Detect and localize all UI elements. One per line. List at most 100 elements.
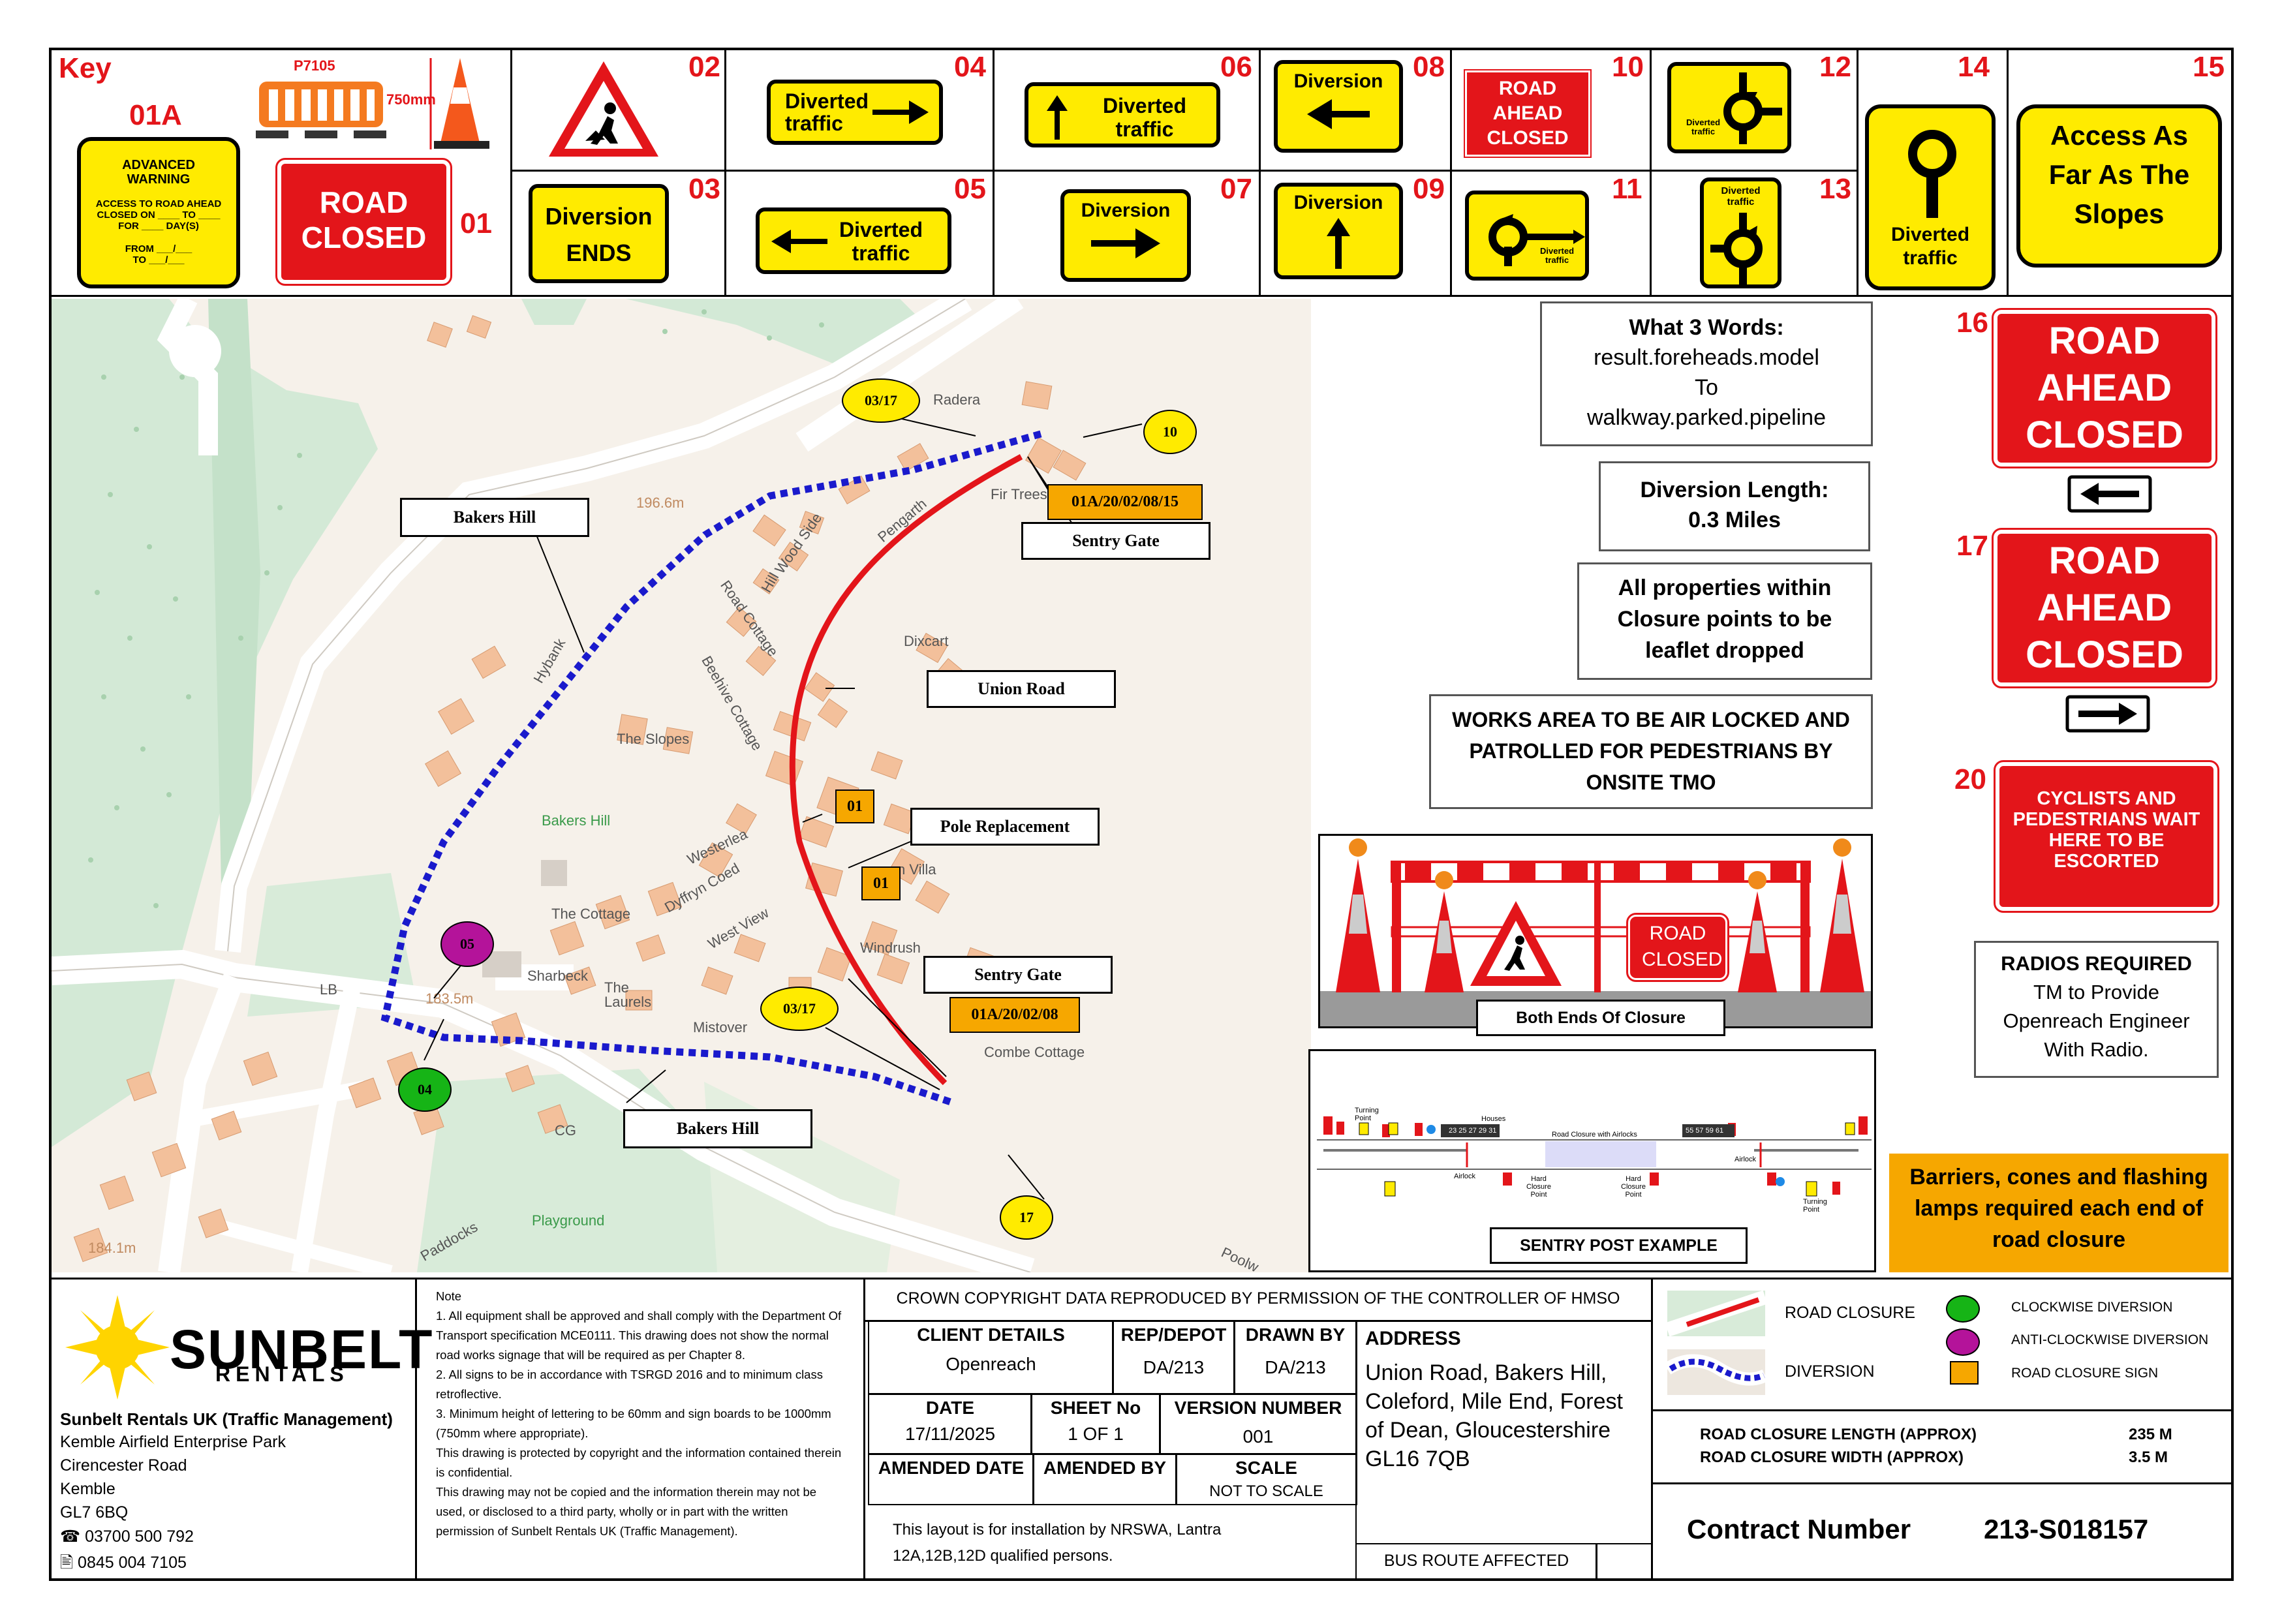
date-value: 17/11/2025 [904,1424,996,1444]
sign-num-01: 01 [460,207,492,239]
company-address-3: Kemble [60,1480,116,1498]
rep-label: REP/DEPOT [1120,1325,1227,1345]
rep-value: DA/213 [1143,1357,1205,1377]
bus-route: BUS ROUTE AFFECTED [1383,1552,1569,1570]
place-lb: LB [320,981,337,998]
address-label: ADDRESS [1365,1328,1461,1349]
arrow-up-icon [1327,218,1350,269]
label-bakers-hill-bottom: Bakers Hill [623,1109,812,1148]
diversion-length-box: Diversion Length: 0.3 Miles [1599,461,1870,551]
sentry-airlock-left: Airlock [1454,1172,1476,1180]
w3w-to-label: To [1695,375,1718,400]
note-4: This drawing is protected by copyright a… [436,1446,842,1479]
scale-cell [1175,1453,1357,1505]
sign-num-07: 07 [1220,173,1252,205]
sign-num-17: 17 [1956,530,1988,562]
closure-illustration-sign-text: ROAD CLOSED [1642,923,1723,970]
place-h1835: 183.5m [425,990,474,1007]
key-title: Key [59,52,112,84]
road-closed-text: ROAD CLOSED [301,185,427,254]
legend-anticlockwise-icon [1946,1328,1980,1356]
contract-value: 213-S018157 [1984,1514,2149,1544]
closure-width-value: 3.5 M [2129,1448,2168,1466]
version-label: VERSION NUMBER [1174,1398,1342,1418]
sign-16-road-ahead-closed: ROAD AHEAD CLOSED [1992,308,2217,468]
note-1: 1. All equipment shall be approved and s… [436,1309,842,1362]
notes-title: Note [436,1289,462,1303]
place-windrush: Windrush [860,940,921,956]
arrow-left-icon [2067,475,2152,513]
barriers-note: Barriers, cones and flashing lamps requi… [1889,1154,2228,1272]
sign-08-diversion-left: Diversion [1274,60,1403,153]
marker-0317-bottom: 03/17 [760,987,839,1031]
place-combe: Combe Cottage [984,1044,1085,1060]
crown-copyright: CROWN COPYRIGHT DATA REPRODUCED BY PERMI… [896,1289,1620,1308]
label-bakers-hill-top: Bakers Hill [400,498,589,537]
sign-12-text: Diverted traffic [1686,117,1721,136]
closure-illustration-graphic [1320,838,1871,1026]
sentry-road-closure-airlocks: Road Closure with Airlocks [1552,1131,1637,1139]
version-cell [1159,1393,1357,1455]
company-sub: RENTALS [215,1362,349,1386]
sign-17-road-ahead-closed: ROAD AHEAD CLOSED [1992,528,2217,688]
works-area-text: WORKS AREA TO BE AIR LOCKED AND PATROLLE… [1452,708,1850,794]
sign-08-text: Diversion [1293,70,1383,92]
diversion-value: 0.3 Miles [1688,508,1781,532]
marker-17: 17 [1000,1195,1053,1240]
sign-num-04: 04 [954,51,986,83]
address-value: Union Road, Bakers Hill, Coleford, Mile … [1365,1360,1623,1471]
sign-13-roundabout: Diverted traffic [1700,177,1781,288]
sign-20-text: CYCLISTS AND PEDESTRIANS WAIT HERE TO BE… [2012,788,2200,872]
marker-01-a: 01 [835,789,874,823]
place-dixcart: Dixcart [904,633,949,649]
sentry-diagram [1317,1116,1872,1197]
key-01a-label: 01A [129,99,182,131]
routes-overlay [380,410,1143,1200]
company-address-1: Kemble Airfield Enterprise Park [60,1433,286,1451]
place-fir-trees: Fir Trees [991,486,1047,502]
place-bakers-hill: Bakers Hill [542,812,611,829]
sunbelt-logo-icon [65,1295,170,1400]
barriers-note-text: Barriers, cones and flashing lamps requi… [1909,1165,2208,1252]
roadworks-triangle-sign [549,61,658,157]
w3w-from: result.foreheads.model [1594,345,1819,370]
legend-anticlockwise: ANTI-CLOCKWISE DIVERSION [2011,1332,2209,1347]
label-union-road: Union Road [927,670,1116,708]
sentry-hard-closure-right: Hard Closure Point [1621,1175,1646,1199]
sentry-numbers-left: 23 25 27 29 31 [1449,1127,1497,1135]
version-value: 001 [1242,1426,1274,1447]
closure-width-label: ROAD CLOSURE WIDTH (APPROX) [1700,1448,1964,1466]
arrow-left-icon [1307,99,1370,129]
date-label: DATE [925,1398,975,1418]
barrier-code: P7105 [294,57,335,74]
arrow-right-icon [2065,695,2150,733]
sign-04-text: Diverted traffic [785,89,869,135]
sign-10-road-ahead-closed: ROAD AHEAD CLOSED [1464,69,1592,158]
drawn-cell [1233,1320,1357,1395]
bus-route-check [1596,1543,1653,1581]
advance-warning-line4: FROM ___/___ [125,243,193,254]
place-playground: Playground [532,1212,605,1229]
sheet-value: 1 OF 1 [1068,1424,1124,1444]
sign-11-text: Diverted traffic [1539,246,1575,265]
sign-num-05: 05 [954,173,986,205]
sign-20-cyclists: CYCLISTS AND PEDESTRIANS WAIT HERE TO BE… [1994,760,2219,913]
sign-15-access: Access As Far As The Slopes [2016,104,2222,268]
sign-num-02: 02 [688,51,720,83]
sentry-hard-closure-left: Hard Closure Point [1526,1175,1551,1199]
advance-warning-sign: ADVANCED WARNING ACCESS TO ROAD AHEAD CL… [77,137,240,288]
sign-15-text: Access As Far As The Slopes [2048,120,2190,229]
note-3: 3. Minimum height of lettering to be 60m… [436,1407,831,1440]
marker-01a-top: 01A/20/02/08/15 [1047,484,1203,520]
sentry-houses: Houses [1481,1115,1506,1123]
sentry-airlock-right: Airlock [1735,1156,1757,1163]
sign-06-text: Diverted traffic [1102,94,1187,141]
company-phone-1: ☎ 03700 500 792 [60,1527,194,1546]
legend-road-closure-icon [1667,1291,1765,1336]
client-value: Openreach [946,1354,1036,1374]
diversion-line [380,430,1042,1107]
sentry-example-label: SENTRY POST EXAMPLE [1490,1227,1748,1264]
sign-num-20: 20 [1954,763,1986,795]
road-closed-sign: ROAD CLOSED [275,158,452,286]
base-map [52,299,1087,1272]
